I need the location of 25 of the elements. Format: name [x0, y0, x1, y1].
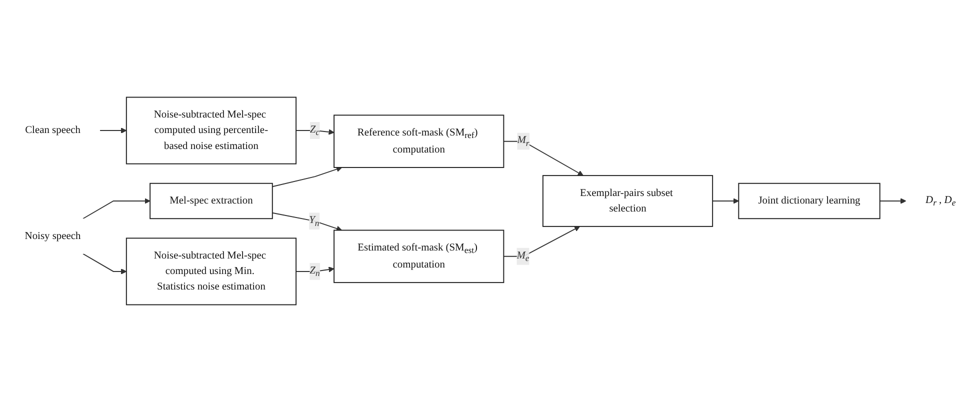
node-text: Noisy speech: [24, 230, 81, 242]
edge-label: M$_{r}$: [517, 134, 530, 148]
node-box: [738, 182, 880, 220]
arrow: [503, 140, 584, 176]
node-box: [334, 114, 504, 168]
edge-label: M$_{e}$: [516, 250, 530, 263]
node-text: D$_{r}$ , D$_{e}$: [926, 194, 956, 208]
arrow: [82, 253, 127, 274]
arrow: [272, 212, 342, 232]
arrow: [879, 198, 906, 204]
node-box: [150, 182, 273, 220]
arrow: [503, 226, 580, 257]
arrow: [100, 128, 127, 134]
arrow: [272, 166, 342, 188]
node-box: [126, 238, 297, 306]
node-box: [542, 175, 714, 227]
node-box: [126, 96, 297, 164]
node-text: Clean speech: [25, 124, 80, 136]
arrow: [712, 198, 739, 204]
edge-label: Y$_{n}$: [309, 214, 320, 228]
edge-label: Z$_{c}$: [310, 124, 320, 138]
edge-label: Z$_{n}$: [310, 264, 320, 278]
node-box: [334, 230, 504, 284]
arrow: [296, 266, 334, 272]
arrow: [82, 198, 150, 220]
